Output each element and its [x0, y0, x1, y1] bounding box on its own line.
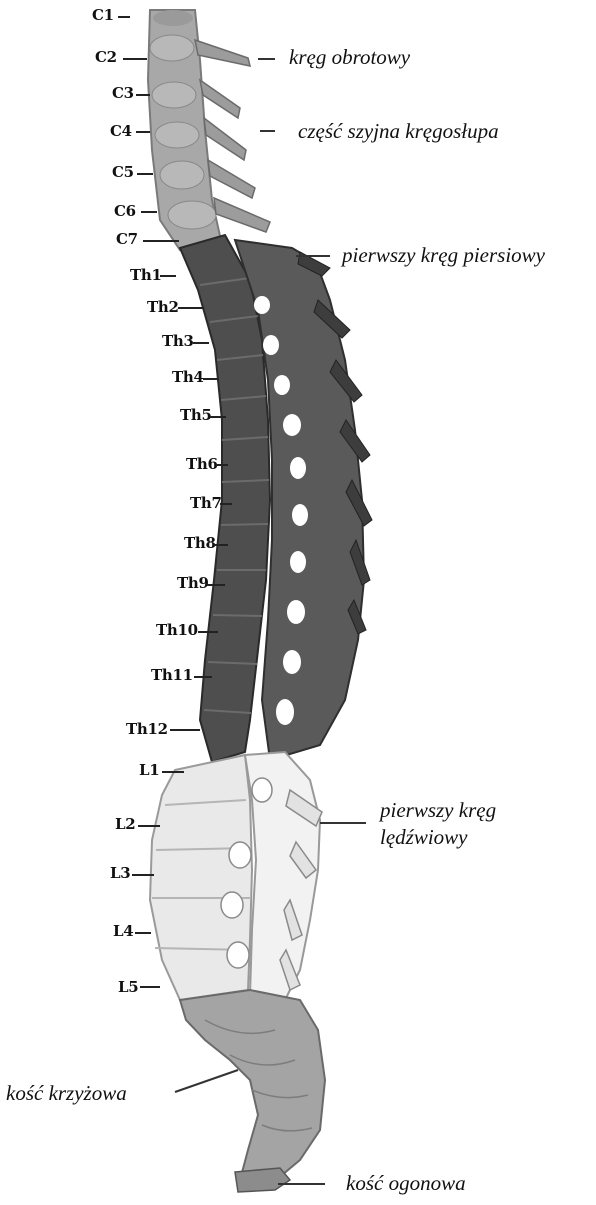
tick-l5: [140, 986, 160, 988]
sacrum-region: [180, 990, 325, 1192]
tick-th8: [214, 544, 228, 546]
coccyx: [235, 1168, 290, 1192]
tick-th9: [207, 584, 225, 586]
label-th10: Th10: [156, 621, 198, 639]
tick-c5: [137, 173, 153, 175]
label-c2: C2: [95, 48, 117, 66]
annotation-first-thoracic: pierwszy kręg piersiowy: [342, 242, 545, 268]
tick-th12: [170, 729, 200, 731]
annotation-coccyx: kość ogonowa: [346, 1170, 466, 1196]
label-th12: Th12: [126, 720, 168, 738]
tick-th6: [216, 464, 228, 466]
label-c5: C5: [112, 163, 134, 181]
tick-th3: [193, 342, 209, 344]
cervical-region: [148, 10, 270, 250]
label-th3: Th3: [162, 332, 194, 350]
label-l5: L5: [118, 978, 138, 996]
annotation-first-lumbar-line2: lędźwiowy: [380, 824, 468, 850]
label-th8: Th8: [184, 534, 216, 552]
tick-th1: [160, 275, 176, 277]
tick-th2: [178, 307, 204, 309]
tick-l1: [162, 771, 184, 773]
lumbar-region: [150, 752, 322, 1000]
label-l2: L2: [115, 815, 135, 833]
annotation-cervical: część szyjna kręgosłupa: [298, 118, 499, 144]
label-c3: C3: [112, 84, 134, 102]
tick-c6: [141, 211, 157, 213]
label-l4: L4: [113, 922, 133, 940]
annotation-sacrum: kość krzyżowa: [6, 1080, 127, 1106]
tick-l3: [132, 874, 154, 876]
tick-l4: [135, 932, 151, 934]
annotation-first-lumbar-line1: pierwszy kręg: [380, 797, 496, 823]
annotation-axis: kręg obrotowy: [289, 44, 410, 70]
label-c6: C6: [114, 202, 136, 220]
tick-c2: [123, 58, 147, 60]
label-th4: Th4: [172, 368, 204, 386]
tick-th5: [210, 416, 226, 418]
label-th1: Th1: [130, 266, 162, 284]
label-th11: Th11: [151, 666, 193, 684]
tick-c7: [143, 240, 179, 242]
label-th6: Th6: [186, 455, 218, 473]
tick-th11: [194, 676, 212, 678]
label-c1: C1: [92, 6, 114, 24]
label-th9: Th9: [177, 574, 209, 592]
tick-th4: [203, 378, 219, 380]
tick-c4: [136, 131, 150, 133]
label-th2: Th2: [147, 298, 179, 316]
tick-c3: [136, 94, 150, 96]
label-l3: L3: [110, 864, 130, 882]
tick-l2: [138, 825, 160, 827]
label-c4: C4: [110, 122, 132, 140]
label-c7: C7: [116, 230, 138, 248]
tick-th10: [198, 631, 218, 633]
tick-c1: [118, 16, 130, 18]
sacrum: [180, 990, 325, 1180]
label-th7: Th7: [190, 494, 222, 512]
label-th5: Th5: [180, 406, 212, 424]
label-l1: L1: [139, 761, 159, 779]
tick-th7: [220, 503, 232, 505]
